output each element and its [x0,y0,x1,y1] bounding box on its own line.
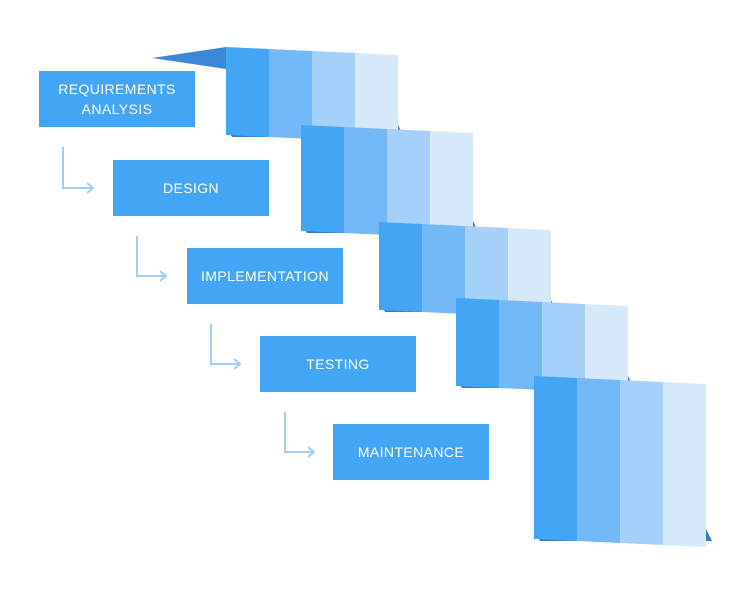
stair-riser [226,47,269,137]
stair-riser [312,51,355,141]
stair-riser [379,222,422,312]
phase-requirements-analysis: REQUIREMENTS ANALYSIS [39,71,195,127]
phase-maintenance: MAINTENANCE [333,424,489,480]
stair-riser [465,226,508,316]
phase-design: DESIGN [113,160,269,216]
stair-riser [344,127,387,235]
phase-testing: TESTING [260,336,416,392]
stair-step [301,125,479,239]
stair-riser [301,125,344,233]
stair-riser [430,131,473,239]
phase-implementation: IMPLEMENTATION [187,248,343,304]
stair-riser [387,129,430,237]
stair-riser [620,380,663,545]
stair-riser [585,304,628,394]
stair-riser [499,300,542,390]
stair-riser [534,376,577,541]
stair-riser [269,49,312,139]
stair-step [226,47,404,143]
stair-riser [355,53,398,143]
stair-top-lip [152,47,226,69]
stair-riser [456,298,499,388]
stair-riser [422,224,465,314]
stair-riser [577,378,620,543]
stair-step [534,376,712,547]
stair-riser [663,382,706,547]
stair-riser [508,228,551,318]
stair-riser [542,302,585,392]
